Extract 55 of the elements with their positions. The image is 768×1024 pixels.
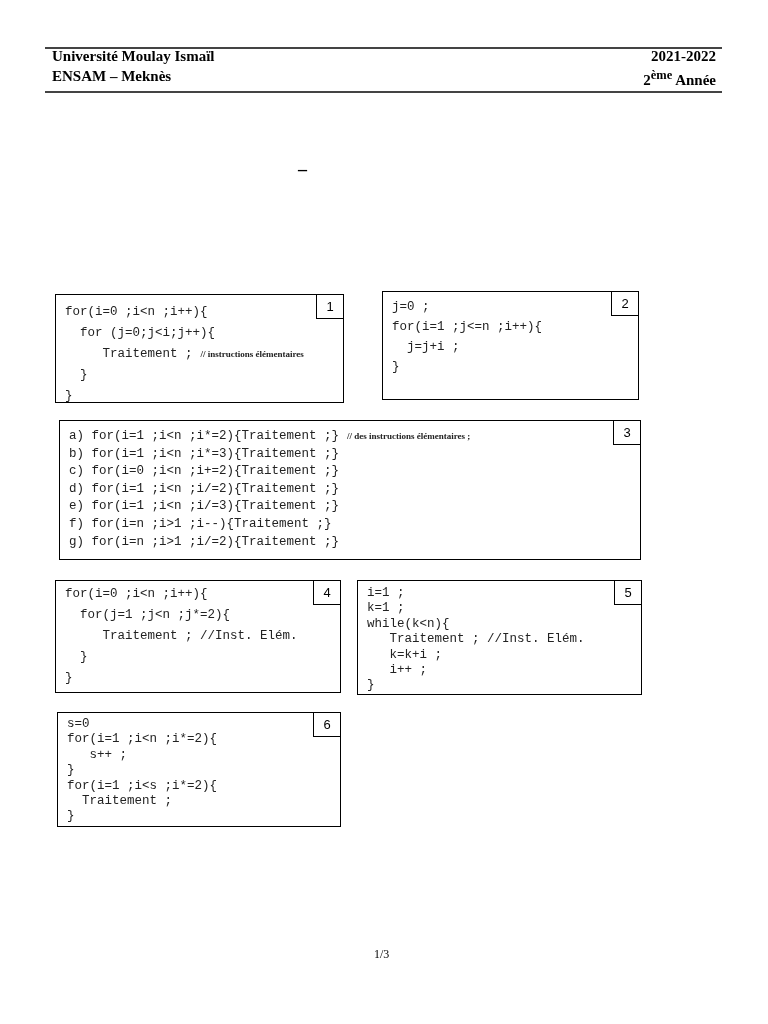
code-line: k=k+i ; [389, 647, 442, 662]
school-name: ENSAM – Meknès [52, 68, 172, 85]
exercise-number: 6 [313, 712, 341, 737]
code-line: Traitement ; //Inst. Elém. [389, 632, 585, 647]
code-line: while(k<n){ [367, 616, 450, 631]
code-comment: // instructions élémentaires [200, 349, 304, 359]
code-line: } [67, 809, 75, 824]
code-line: j=j+i ; [407, 340, 460, 354]
code-line: for(i=1 ;i<n ;i*=2){ [67, 732, 218, 747]
code-line: for(i=0 ;i<n ;i++){ [65, 587, 208, 601]
code-line: } [65, 389, 73, 403]
code-line: for(i=1 ;i<s ;i*=2){ [67, 778, 218, 793]
code-line: g) for(i=n ;i>1 ;i/=2){Traitement ;} [69, 534, 340, 549]
code-box [55, 294, 344, 403]
code-line: for(j=1 ;j<n ;j*=2){ [80, 608, 231, 622]
code-line: } [65, 671, 73, 685]
code-line: Traitement ; [82, 794, 172, 808]
code-line: for(i=1 ;j<=n ;i++){ [392, 320, 543, 334]
code-box [57, 712, 341, 827]
code-line: i=1 ; [367, 586, 405, 600]
code-line: j=0 ; [392, 300, 430, 314]
code-comment: // des instructions élémentaires ; [347, 431, 471, 441]
institution-name: Université Moulay Ismaïl [52, 48, 215, 65]
code-line: } [67, 763, 75, 778]
year-level: 2$^{ème}$ Année [643, 68, 716, 89]
code-line: } [367, 678, 375, 693]
code-line: i++ ; [389, 663, 427, 677]
code-box [59, 420, 641, 560]
code-line: a) for(i=1 ;i<n ;i*=2){Traitement ;} [69, 429, 340, 443]
exercise-number: 4 [313, 580, 341, 605]
page-number: 1/3 [374, 947, 390, 962]
exercise-number: 1 [316, 294, 344, 319]
code-line: Traitement ; [102, 347, 193, 361]
exercise-number: 5 [614, 580, 642, 605]
title-dash: – [298, 159, 307, 180]
code-line: b) for(i=1 ;i<n ;i*=3){Traitement ;} [69, 446, 340, 461]
exercise-number: 3 [613, 420, 641, 445]
code-line: s=0 [67, 717, 90, 731]
code-box [382, 291, 639, 400]
code-line: for(i=0 ;i<n ;i++){ [65, 305, 208, 319]
code-line: k=1 ; [367, 601, 405, 616]
academic-year: 2021-2022 [651, 48, 716, 65]
code-box [357, 580, 642, 695]
code-line: } [80, 368, 88, 382]
code-line: f) for(i=n ;i>1 ;i--){Traitement ;} [69, 517, 332, 531]
exercise-number: 2 [611, 291, 639, 316]
code-line: Traitement ; //Inst. Elém. [102, 629, 298, 643]
code-box [55, 580, 341, 693]
code-line: s++ ; [89, 747, 127, 762]
code-line: } [80, 650, 88, 664]
code-line: d) for(i=1 ;i<n ;i/=2){Traitement ;} [69, 481, 340, 496]
code-line: for (j=0;j<i;j++){ [80, 326, 216, 340]
code-line: e) for(i=1 ;i<n ;i/=3){Traitement ;} [69, 499, 340, 514]
code-line: c) for(i=0 ;i<n ;i+=2){Traitement ;} [69, 464, 340, 479]
code-line: } [392, 360, 400, 374]
